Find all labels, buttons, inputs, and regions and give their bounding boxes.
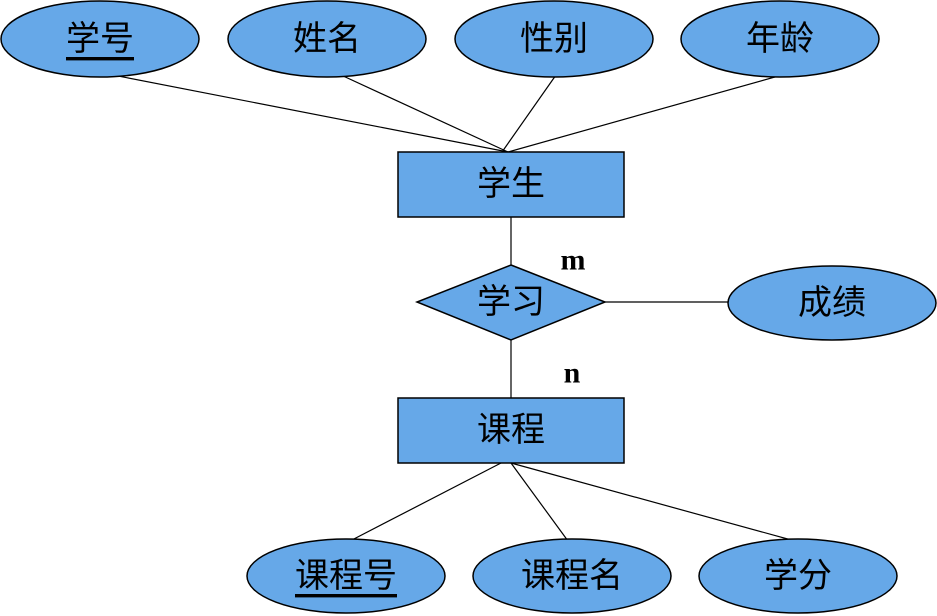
entity-course: 课程 [397,397,625,464]
attribute-label: 成绩 [798,283,866,323]
attribute-label: 性别 [520,19,588,59]
attribute-ellipse [246,538,446,614]
course-attribute-course-id: 课程号 [246,538,446,614]
attribute-ellipse [680,0,880,78]
entity-rect [397,151,625,218]
relationship-attribute-grade: 成绩 [727,265,937,341]
connector-lines [112,74,796,542]
attribute-label: 课程号 [295,556,397,596]
attribute-label: 学号 [66,19,134,59]
attribute-ellipse [454,0,654,78]
student-attribute-student-id: 学号 [0,0,200,78]
line-course-credit [510,462,796,542]
attribute-label: 课程名 [521,556,623,596]
attribute-ellipse [698,538,898,614]
line-course-id [349,462,502,542]
entity-label: 课程 [477,410,545,450]
entity-label: 学生 [477,164,545,204]
relationship-study: 学习 [414,264,608,341]
attribute-ellipse [227,0,427,78]
relationship-label: 学习 [477,282,545,322]
attribute-label: 年龄 [746,19,814,59]
attribute-label: 学分 [764,556,832,596]
line-course-name [510,462,569,542]
line-student-name [340,74,509,153]
cardinality-n: n [564,357,581,390]
attribute-ellipse [727,265,937,341]
course-attribute-course-name: 课程名 [472,538,672,614]
attribute-label: 姓名 [293,19,361,59]
student-attribute-name: 姓名 [227,0,427,78]
line-student-age [507,74,783,153]
line-student-gender [501,74,557,153]
relationship-diamond [414,264,608,341]
entity-rect [397,397,625,464]
line-student-id [112,74,509,153]
entity-student: 学生 [397,151,625,218]
attribute-ellipse [472,538,672,614]
student-attribute-age: 年龄 [680,0,880,78]
course-attribute-credit: 学分 [698,538,898,614]
cardinality-m: m [561,244,586,277]
attribute-ellipse [0,0,200,78]
student-attribute-gender: 性别 [454,0,654,78]
